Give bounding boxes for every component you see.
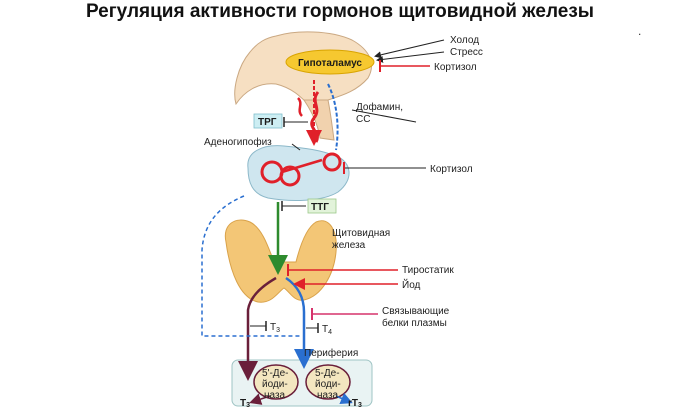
feedback-loop <box>201 195 300 337</box>
iodine-label: Йод <box>402 278 421 291</box>
t3-mid-label: Т3 <box>270 322 280 334</box>
t3-bottom-label: Т3 <box>240 398 250 409</box>
infundibulum-stalk <box>303 99 335 141</box>
ttg-box <box>307 198 337 214</box>
ttg-label: ТТГ <box>311 202 329 213</box>
deiodinase-2-line-3: наза <box>317 390 339 401</box>
ss-label: СС <box>356 114 370 125</box>
adenohypophysis-label: Аденогипофиз <box>204 136 272 148</box>
thyroid-gland-shape <box>224 219 337 303</box>
vessel-link <box>281 158 323 174</box>
binding-proteins-label-1: Связывающие <box>382 306 450 317</box>
adenohypophysis-pointer <box>291 143 301 151</box>
cortisol-mid-label: Кортизол <box>430 164 473 175</box>
binding-proteins-label-2: белки плазмы <box>382 317 447 329</box>
hypothalamus-label: Гипоталамус <box>298 58 362 69</box>
diagram-title: Регуляция активности гормонов щитовидной… <box>85 1 595 22</box>
deiodinase-1-line-2: йоди- <box>262 379 288 390</box>
trg-box <box>253 113 283 129</box>
cold-label: Холод <box>450 35 479 46</box>
vessel-loop-2 <box>279 165 301 187</box>
portal-vessel-2 <box>297 97 303 117</box>
deiodinase-2-shape <box>305 364 351 400</box>
corner-mark: . <box>638 24 642 38</box>
thyrostatic-label: Тиростатик <box>402 265 454 276</box>
dopamine-pointer <box>351 109 417 123</box>
deiodinase-1-shape <box>253 364 299 400</box>
periphery-label: Периферия <box>304 347 358 359</box>
cortisol-top-label: Кортизол <box>434 62 477 73</box>
dopamine-label: Дофамин, <box>356 101 403 113</box>
hypothalamus-shape <box>285 49 375 75</box>
cold-pointer <box>374 39 445 59</box>
deiodinase-2-line-2: йоди- <box>315 379 341 390</box>
stress-pointer <box>376 51 445 63</box>
t3-left-pathway <box>238 276 277 381</box>
stress-label: Стресс <box>450 47 483 58</box>
thyroid-label-2: железа <box>332 240 366 251</box>
deiodinase-1-line-3: наза <box>264 390 286 401</box>
deiodinase-2-line-1: 5-Де- <box>315 368 340 379</box>
dopamine-inhibition <box>327 83 339 151</box>
rt3-out-arrow <box>335 392 353 404</box>
deiodinase-1-line-1: 5'-Де- <box>262 368 288 379</box>
rt3-bottom-label: rТ3 <box>348 398 362 409</box>
vessel-loop-3 <box>322 152 342 172</box>
trg-label: ТРГ <box>258 117 277 128</box>
t3-out-arrow <box>249 393 271 405</box>
t4-mid-label: Т4 <box>322 324 332 336</box>
t4-right-pathway <box>285 276 314 369</box>
thyroid-label-1: Щитовидная <box>332 228 390 239</box>
